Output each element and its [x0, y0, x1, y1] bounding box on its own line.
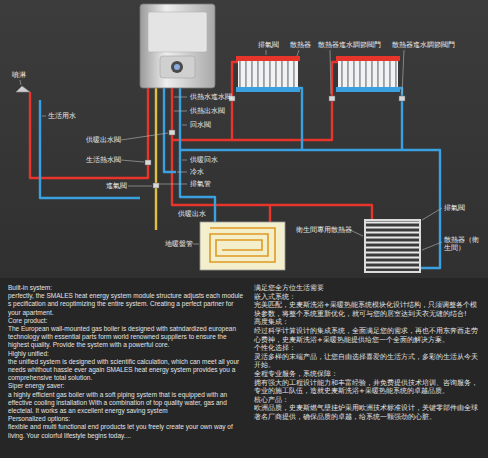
- part-label: 供暖回水: [190, 156, 218, 164]
- body-text: perfectly, the SMALES heat energy system…: [8, 292, 244, 317]
- floor-heating-coil: [200, 222, 285, 270]
- body-text: flexible and multi functional end produc…: [8, 423, 244, 439]
- part-label: 生活熱水閥: [86, 156, 121, 164]
- part-label: 地暖盤管: [165, 240, 193, 248]
- section-heading: Siper energy saver:: [8, 382, 244, 390]
- part-label: 排氣閥: [444, 204, 465, 212]
- section-heading: 个性化选择：: [254, 344, 480, 353]
- radiator: [236, 56, 300, 92]
- part-label: 生活用水: [48, 112, 76, 120]
- valves: [145, 96, 405, 188]
- part-label: 排氣管: [190, 180, 211, 188]
- section-heading: 核心产品：: [254, 396, 480, 405]
- body-text: 完美匹配，史麦斯洗浴+采暖热能系统模块化设计结构，只须调整各个模块参数，将整个系…: [254, 301, 480, 318]
- part-label: 供暖出水: [178, 210, 206, 218]
- section-heading: Core product:: [8, 317, 244, 325]
- english-text-column: Built-in system:perfectly, the SMALES he…: [8, 284, 244, 440]
- body-text: 经过科学计算设计的集成系统，全面满足您的需求，再也不用东奔西走劳心费神，史麦斯洗…: [254, 327, 480, 344]
- section-heading: 高度集成：: [254, 318, 480, 327]
- part-label: 進氣閥: [106, 182, 127, 190]
- part-label: 散熱器（衛生間）: [444, 236, 484, 252]
- body-text: The European wall-mounted gas boiler is …: [8, 325, 244, 350]
- chinese-text-column: 满足您全方位生活需要嵌入式系统：完美匹配，史麦斯洗浴+采暖热能系统模块化设计结构…: [254, 284, 480, 422]
- body-text: 欧洲品质，史麦斯燃气壁挂炉采用欧洲技术标准设计，关键零部件由全球著名厂商提供，确…: [254, 404, 480, 421]
- part-label: 供熱出水閥: [190, 107, 225, 115]
- part-label: 散熱器進水調節閥門: [318, 41, 381, 49]
- section-heading: Built-in system:: [8, 284, 244, 292]
- section-heading: Highly unified:: [8, 350, 244, 358]
- body-text: 拥有强大的工程设计能力和丰富经验，并免费提供技术培训、咨询服务，专业的施工队伍，…: [254, 379, 480, 396]
- leader-lines: [20, 50, 442, 250]
- section-heading: 满足您全方位生活需要: [254, 284, 480, 293]
- section-heading: 全程专业服务，系统保障：: [254, 370, 480, 379]
- body-text: 灵活多样的末端产品，让您自由选择喜爱的生活方式，多彩的生活从今天开始。: [254, 353, 480, 370]
- part-label: 排氣閥: [258, 41, 279, 49]
- body-text: the unified system is designed with scie…: [8, 358, 244, 383]
- part-label: 散熱器進水調節閥門: [392, 41, 455, 49]
- part-label: 散熱器: [290, 41, 311, 49]
- part-label: 供暖出水閥: [86, 136, 121, 144]
- radiator: [336, 56, 400, 92]
- section-heading: Personalized options:: [8, 415, 244, 423]
- body-text: a highly efficient gas boiler with a sof…: [8, 391, 244, 416]
- part-label: 衛生間專用散熱器: [296, 226, 352, 234]
- towel-radiator: [365, 220, 420, 272]
- section-heading: 嵌入式系统：: [254, 293, 480, 302]
- diagram-ground: [0, 0, 488, 278]
- shower-head: [16, 86, 30, 92]
- part-label: 冷水: [190, 168, 204, 176]
- wall-boiler: [140, 4, 215, 88]
- text-ground: [0, 278, 488, 458]
- part-label: 噴淋: [12, 71, 26, 79]
- part-label: 回水閥: [190, 121, 211, 129]
- part-label: 供熱水進水閥: [190, 93, 232, 101]
